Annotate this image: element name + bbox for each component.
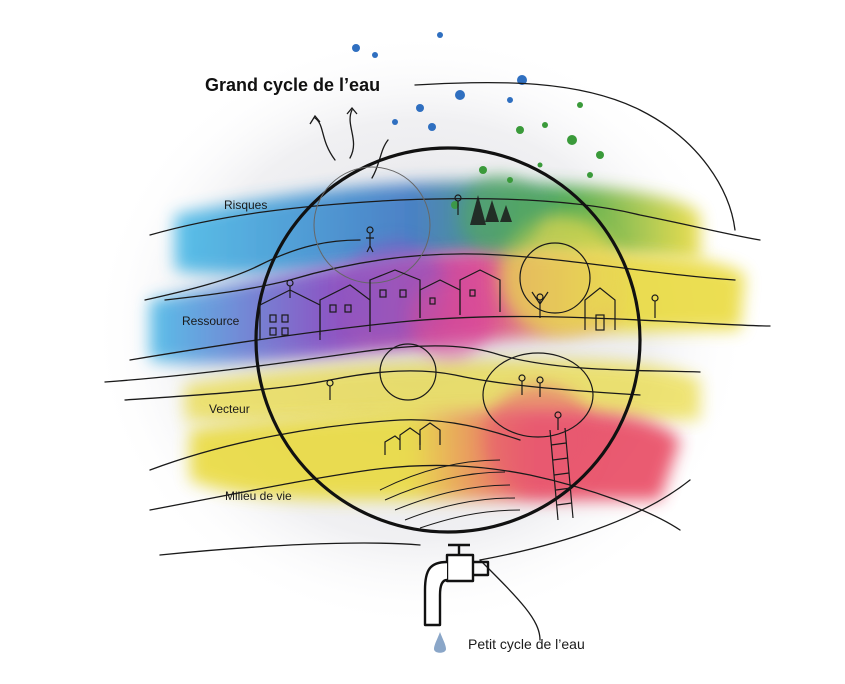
label-vecteur: Vecteur: [209, 402, 250, 416]
label-petit-cycle: Petit cycle de l’eau: [468, 636, 585, 652]
water-drop-icon: [434, 632, 446, 653]
trees: [451, 195, 512, 225]
label-risques: Risques: [224, 198, 268, 212]
flow-lines: [104, 81, 771, 641]
tap-icon: [423, 543, 490, 627]
paint-splatter: [352, 32, 604, 183]
people: [286, 194, 659, 430]
diagram-title: Grand cycle de l’eau: [205, 75, 381, 95]
label-ressource: Ressource: [182, 314, 240, 328]
flow-arrows: [309, 106, 358, 125]
ladder: [549, 427, 574, 521]
label-milieu-de-vie: Milieu de vie: [225, 489, 292, 503]
inner-bubbles: [313, 166, 594, 438]
village-sketch: [259, 269, 616, 455]
field-rows: [379, 459, 521, 529]
main-cycle-circle: [254, 146, 642, 534]
